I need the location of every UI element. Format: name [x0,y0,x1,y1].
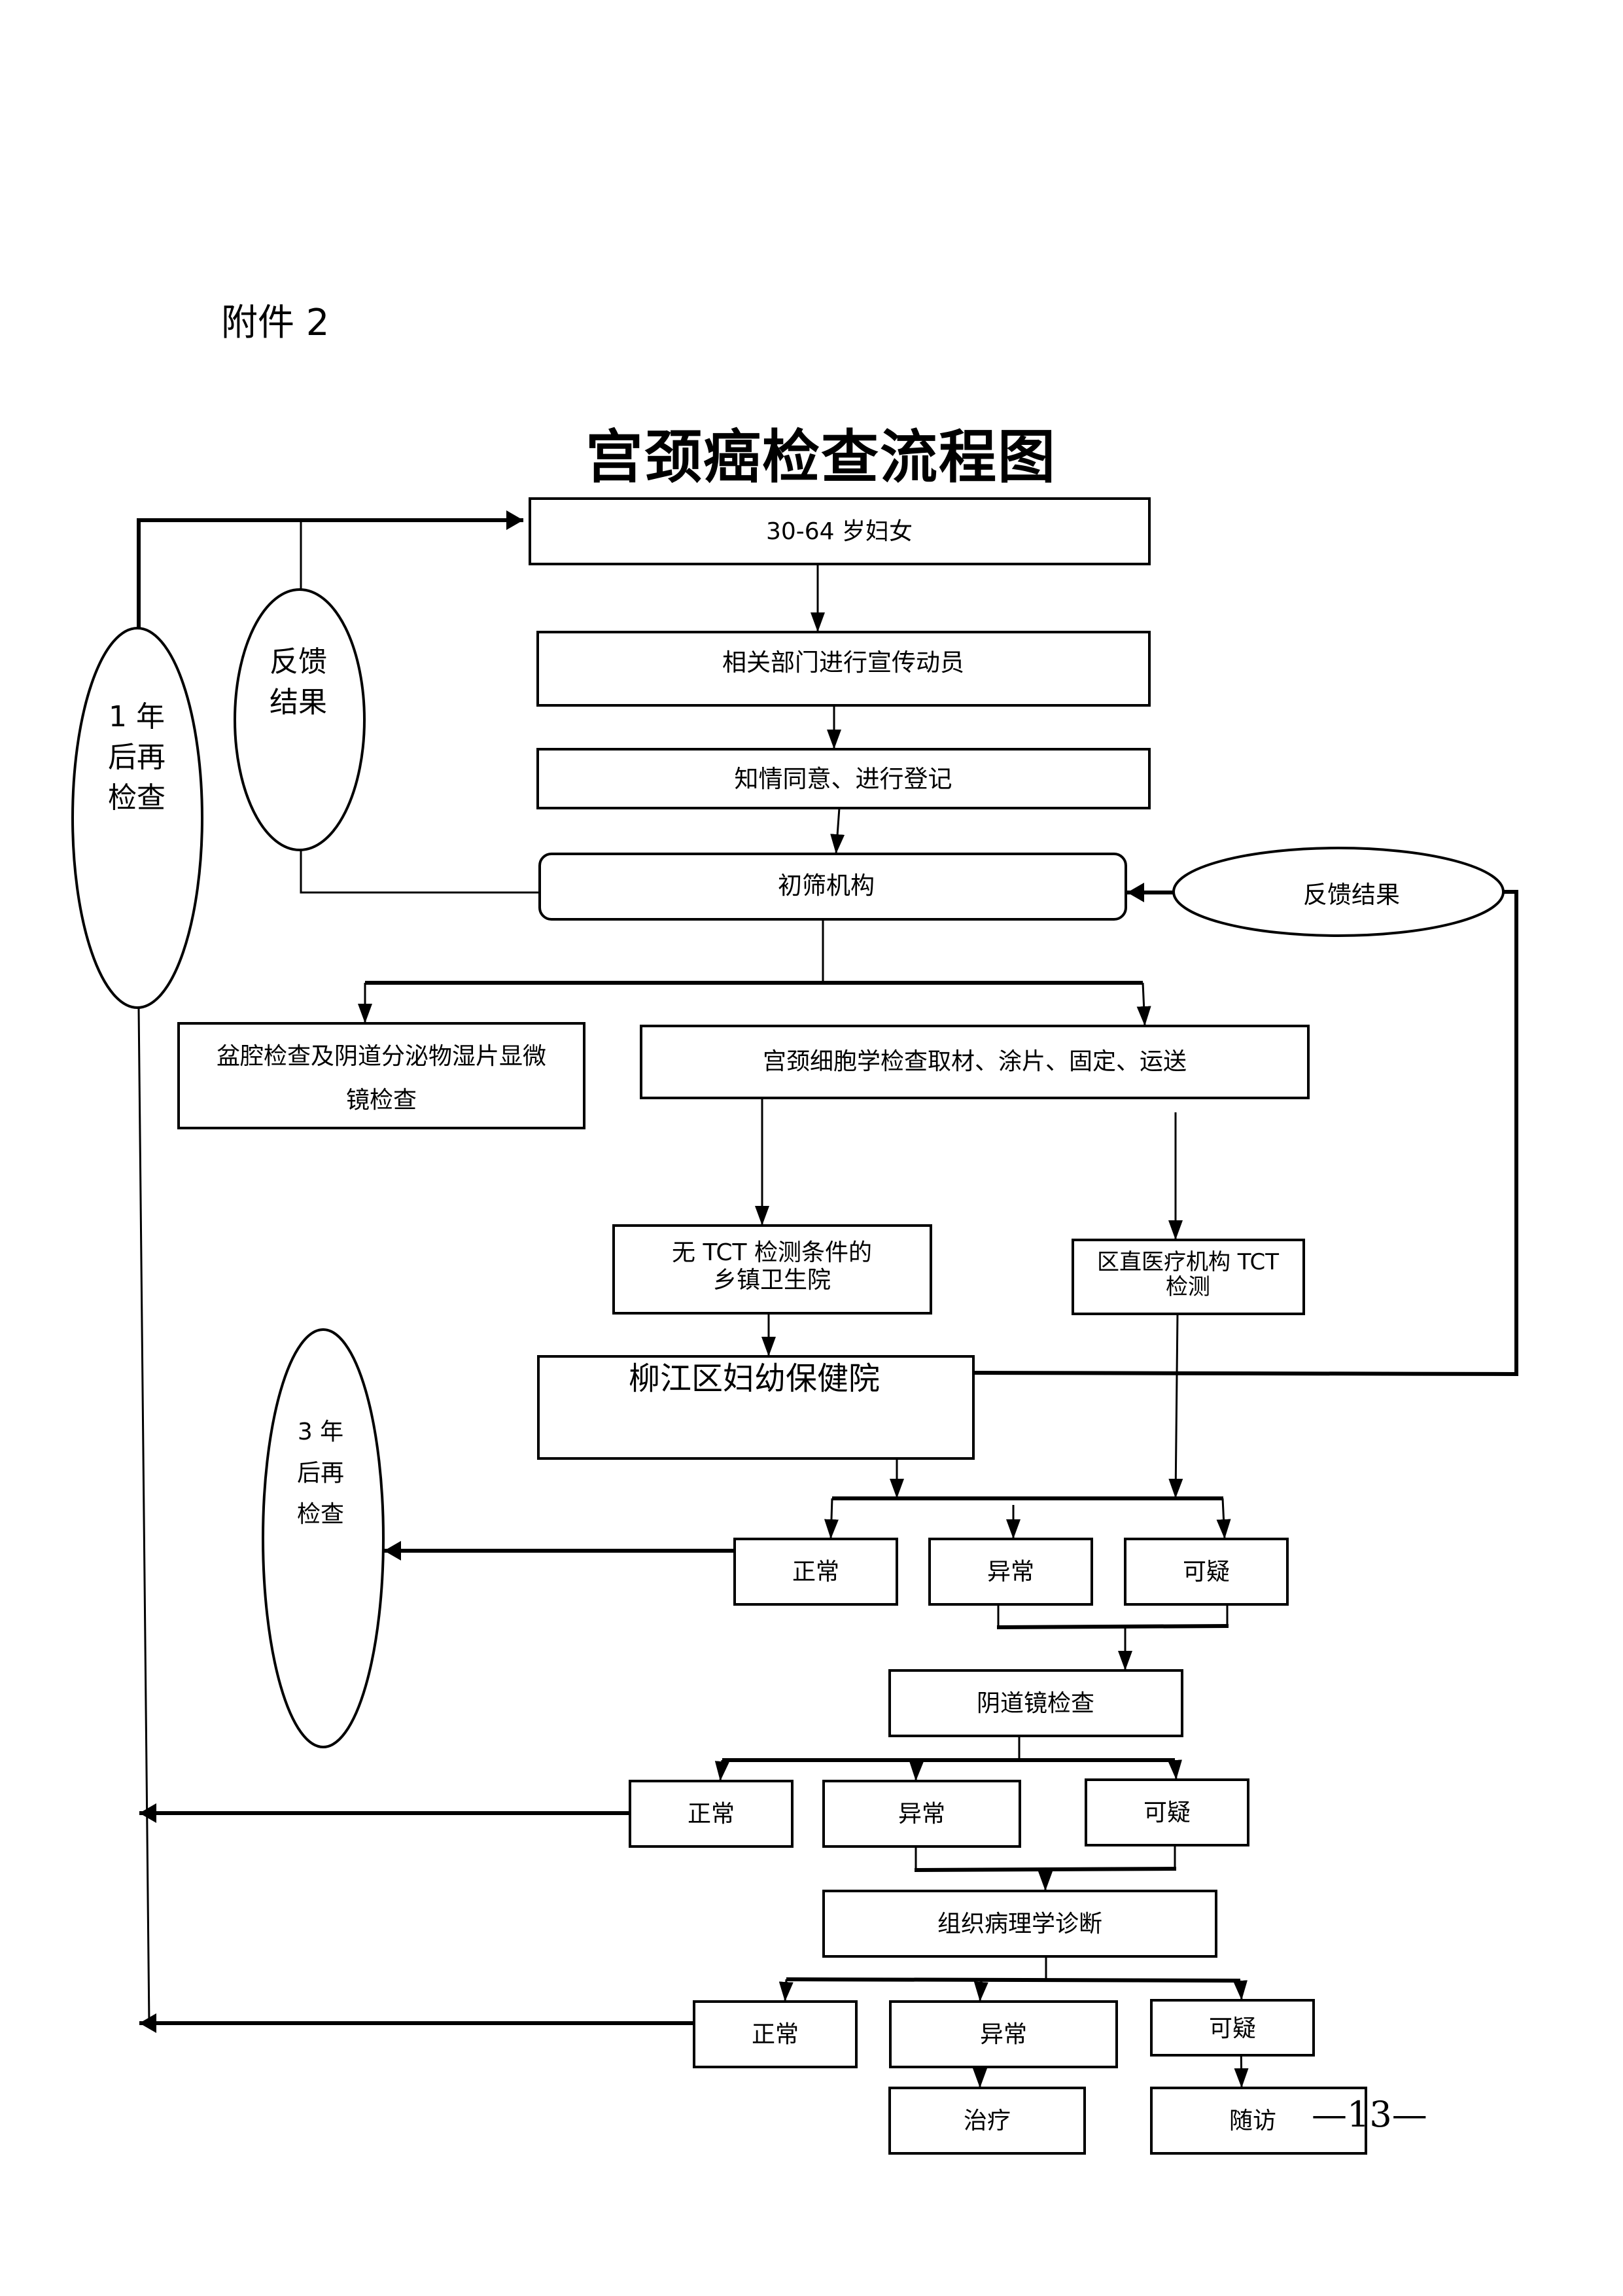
loop-1yr-up-connector [137,510,523,628]
followup-box [1150,2087,1367,2155]
r1-abnormal-label: 异常 [987,1559,1034,1585]
district-down-connector [1168,1313,1183,1499]
township-label-line1: 无 TCT 检测条件的 [672,1239,872,1266]
consent-box [536,748,1151,809]
treatment-box [888,2087,1086,2155]
feedback-right-ellipse [1172,847,1505,937]
r1-merge-connector [996,1624,1229,1629]
cytology-box [640,1025,1310,1099]
page-title: 宫颈癌检查流程图 [585,423,1057,491]
mch-to-feedback-right-connector [973,890,1518,1377]
consent-to-screening-connector [830,807,845,855]
feedback-left-ellipse [234,588,366,851]
recheck-1yr-line1: 1 年 [109,700,165,733]
colposcopy-label: 阴道镜检查 [977,1690,1094,1717]
feedback-left-label-line1: 反馈 [270,645,327,679]
cytology-label: 宫颈细胞学检查取材、涂片、固定、运送 [763,1048,1187,1075]
district-tct-label-line2: 检测 [1166,1274,1210,1300]
r2-abnormal-label: 异常 [898,1801,945,1828]
r2-normal-box [629,1780,794,1848]
r3-suspicious-box [1150,1999,1315,2057]
r1-suspicious-label: 可疑 [1183,1559,1230,1585]
branch-1-right-connector [1136,982,1151,1027]
branch-r3-abnormal-connector [973,1979,988,2002]
branch-r2-suspicious-connector [1168,1759,1182,1780]
r1-normal-label: 正常 [792,1559,839,1585]
pelvic-label-line2: 镜检查 [346,1087,417,1114]
township-box [612,1224,932,1315]
women-label: 30-64 岁妇女 [766,518,913,545]
recheck-3yr-line2: 后再 [297,1460,344,1487]
screening-label: 初筛机构 [778,872,875,900]
branch-r3-connector [786,1977,1241,1983]
recheck-3yr-line3: 检查 [297,1501,344,1528]
district-tct-box [1072,1239,1305,1315]
followup-label: 随访 [1229,2108,1276,2134]
mch-hospital-label: 柳江区妇幼保健院 [629,1360,880,1397]
mch-hospital-box [537,1355,975,1460]
r2-merge-connector [914,1867,1177,1872]
connectors [137,510,1518,2089]
attachment-label: 附件 2 [221,302,330,344]
branch-r3-suspicious-connector [1233,1980,1248,2001]
treatment-label: 治疗 [964,2108,1011,2134]
screening-box [538,853,1127,921]
r2-normal-label: 正常 [688,1801,735,1828]
r3-suspicious-label: 可疑 [1209,2015,1256,2042]
shapes [71,497,1505,2155]
feedback-left-down-connector [300,851,540,894]
township-label-line2: 乡镇卫生院 [713,1267,831,1294]
recheck-3yr-line1: 3 年 [298,1419,343,1445]
women-box [529,497,1151,565]
r3-abnormal-box [889,2000,1118,2068]
publicity-label: 相关部门进行宣传动员 [722,648,964,677]
branch-r1-normal-connector [824,1498,839,1540]
r3-abnormal-label: 异常 [980,2021,1027,2048]
recheck-1yr-line3: 检查 [108,781,166,815]
feedback-left-label-line2: 结果 [270,686,327,719]
pathology-box [822,1890,1217,1958]
r1-abnormal-box [928,1538,1093,1606]
branch-r3-normal-connector [778,1979,794,2002]
colposcopy-box [888,1669,1183,1737]
left-trunk-connector [137,1007,150,2024]
pelvic-box [177,1022,585,1129]
branch-r1-suspicious-connector [1216,1498,1231,1540]
r1-suspicious-box [1124,1538,1289,1606]
recheck-3yr-ellipse [262,1328,385,1748]
pathology-label: 组织病理学诊断 [937,1911,1102,1937]
consent-label: 知情同意、进行登记 [735,765,952,793]
publicity-box [536,631,1151,707]
labels: 30-64 岁妇女 相关部门进行宣传动员 知情同意、进行登记 初筛机构 反馈结果… [108,518,1400,2134]
r1-normal-box [733,1538,898,1606]
recheck-1yr-line2: 后再 [108,741,166,774]
page-number: —13— [1312,2094,1427,2135]
r3-normal-box [693,2000,858,2068]
pelvic-label-line1: 盆腔检查及阴道分泌物湿片显微 [217,1043,546,1070]
r3-normal-label: 正常 [752,2021,799,2048]
district-tct-label-line1: 区直医疗机构 TCT [1097,1249,1279,1275]
r2-abnormal-box [822,1780,1021,1848]
recheck-1yr-ellipse [71,627,203,1009]
feedback-right-label: 反馈结果 [1303,881,1400,909]
r2-suspicious-label: 可疑 [1143,1799,1191,1826]
r2-suspicious-box [1085,1778,1249,1846]
branch-r2-normal-connector [714,1759,729,1782]
